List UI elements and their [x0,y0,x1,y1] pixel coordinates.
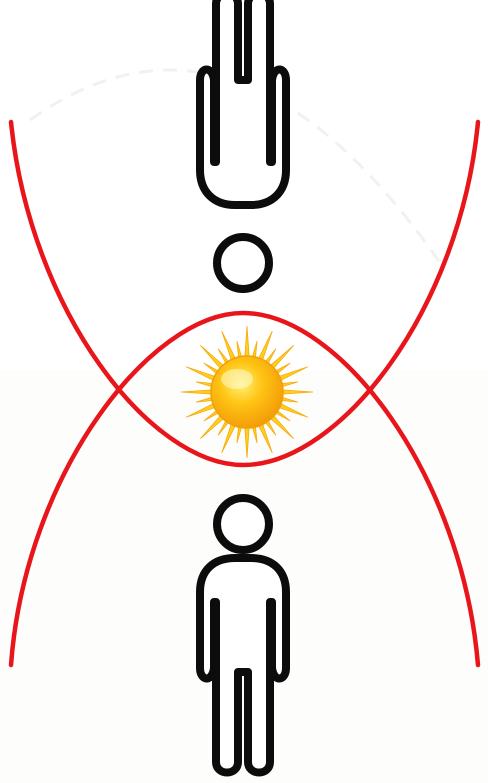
sun-core [211,356,283,428]
upright-person-head [217,498,269,550]
sun-icon [181,326,313,458]
inverted-person-head [217,237,269,289]
person-figure-upright [200,498,286,773]
inverted-person-body [200,0,286,205]
sun-highlight [221,369,253,389]
upright-person-body [200,558,286,773]
person-figure-inverted [200,0,286,289]
